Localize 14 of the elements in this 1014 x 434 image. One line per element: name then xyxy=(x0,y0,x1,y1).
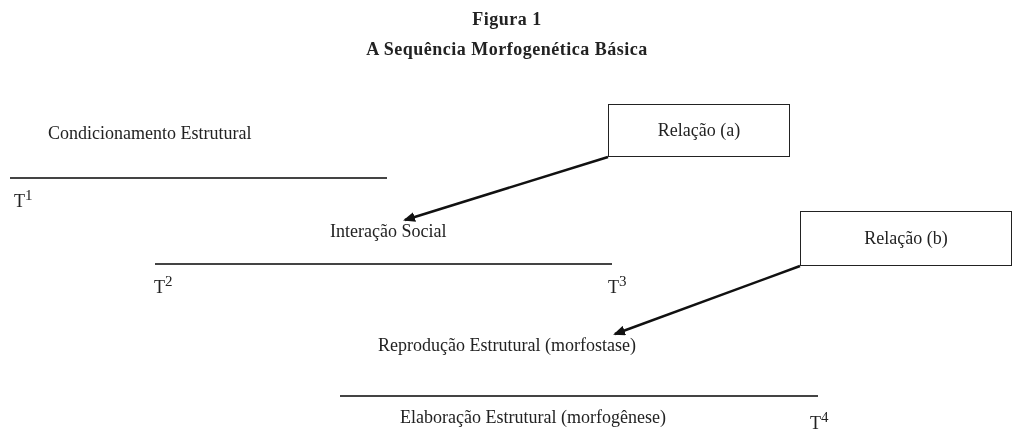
figure-title: A Sequência Morfogenética Básica xyxy=(365,38,649,60)
time-label: T$^{4}$ xyxy=(810,408,829,434)
time-label: T$^{2}$ xyxy=(154,272,173,298)
arrow xyxy=(403,155,609,222)
relation-box: Relação (a) xyxy=(608,104,790,157)
stage-label: Interação Social xyxy=(330,220,447,242)
figure-number: Figura 1 xyxy=(471,8,543,30)
stage-label: Reprodução Estrutural (morfostase) xyxy=(378,334,636,356)
stage-label: Condicionamento Estrutural xyxy=(48,122,252,144)
relation-box: Relação (b) xyxy=(800,211,1012,266)
stage-label: Elaboração Estrutural (morfogênese) xyxy=(400,406,666,428)
arrow xyxy=(613,264,801,336)
time-label: T$^{3}$ xyxy=(608,272,627,298)
time-label: T$^{1}$ xyxy=(14,186,33,212)
